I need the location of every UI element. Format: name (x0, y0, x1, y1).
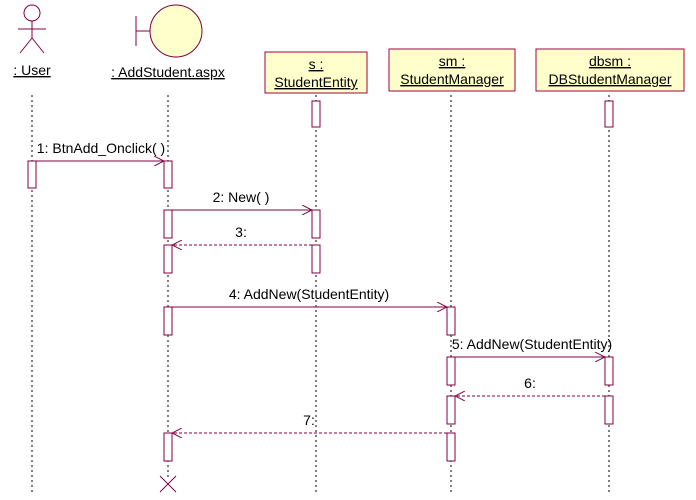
message-3-label: 3: (235, 224, 247, 240)
object-s-name: s : (309, 56, 324, 72)
activation-bar (446, 395, 456, 425)
boundary-icon (135, 4, 203, 58)
activation-bar (311, 100, 321, 128)
activation-bar (163, 306, 173, 336)
message-6-label: 6: (524, 375, 536, 391)
object-box-s (264, 51, 368, 94)
object-sm-name: sm : (439, 53, 465, 69)
activation-bar (446, 432, 456, 462)
participant-dbsm[interactable]: dbsm : DBStudentManager (535, 48, 685, 92)
activation-bar (163, 432, 173, 462)
actor-icon (18, 4, 46, 54)
activation-bar (27, 160, 37, 189)
object-box-dbsm (535, 48, 685, 92)
object-dbsm-name: dbsm : (589, 53, 631, 69)
activation-bar (311, 209, 321, 239)
activation-bar (604, 356, 614, 386)
object-box-sm (388, 48, 516, 92)
message-7-label: 7: (303, 412, 315, 428)
message-1-label: 1: BtnAdd_Onclick( ) (37, 140, 165, 156)
activation-bar (163, 209, 173, 239)
activation-bar (446, 306, 456, 336)
activation-bar (604, 100, 614, 128)
object-sm-type: StudentManager (400, 71, 504, 87)
activations (27, 100, 614, 462)
message-5-label: 5: AddNew(StudentEntity) (452, 336, 612, 352)
messages (36, 161, 605, 433)
participant-user[interactable]: : User (13, 4, 51, 78)
destroy-x-icon (159, 475, 177, 493)
activation-bar (311, 244, 321, 274)
activation-bar (604, 395, 614, 425)
participant-sm[interactable]: sm : StudentManager (388, 48, 516, 92)
participant-addstudent-label: : AddStudent.aspx (111, 64, 225, 80)
object-dbsm-type: DBStudentManager (549, 71, 672, 87)
message-2-label: 2: New( ) (213, 189, 270, 205)
activation-bar (163, 244, 173, 274)
activation-bar (446, 356, 456, 386)
message-labels: 1: BtnAdd_Onclick( ) 2: New( ) 3: 4: Add… (37, 140, 612, 428)
participant-addstudent[interactable]: : AddStudent.aspx (111, 4, 225, 80)
message-4-label: 4: AddNew(StudentEntity) (229, 286, 389, 302)
activation-bar (163, 160, 173, 189)
object-s-type: StudentEntity (274, 74, 357, 90)
participant-user-label: : User (13, 62, 51, 78)
participant-s[interactable]: s : StudentEntity (264, 51, 368, 94)
